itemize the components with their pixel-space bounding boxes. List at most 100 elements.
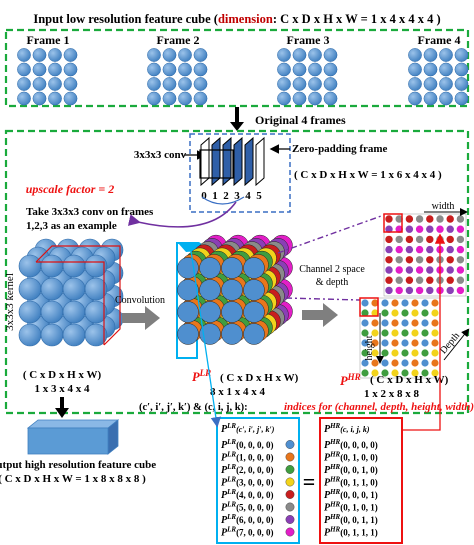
hr-dot [381, 329, 389, 337]
hr-dot [391, 359, 399, 367]
shuffle-label-2: & depth [316, 277, 349, 288]
channel-ball [243, 279, 265, 301]
hr-dot [381, 319, 389, 327]
right-cube-value: 1 x 2 x 8 x 8 [364, 388, 420, 400]
frame-ball [454, 91, 469, 106]
right-cube-symbol: PHR [340, 372, 361, 388]
hr-dot [415, 256, 424, 264]
frame-ball [63, 77, 78, 91]
hr-dot [395, 256, 403, 264]
cube-ball [18, 323, 42, 347]
zero-padding-label: Zero-padding frame [292, 143, 388, 155]
left-cube-dim: ( C x D x H x W) [23, 369, 102, 381]
right-hr-cube [359, 213, 467, 379]
hr-dot [456, 235, 465, 244]
frame-ball [193, 62, 208, 77]
hr-dot [385, 286, 393, 295]
frame-ball [277, 62, 291, 77]
hr-dot [385, 245, 393, 254]
hr-dot [411, 329, 419, 337]
frame-ball [423, 91, 438, 106]
conv-label: 3x3x3 conv [134, 149, 187, 161]
hr-dot [391, 319, 399, 327]
hr-dot [431, 369, 439, 377]
frame-ball [178, 77, 192, 91]
hr-dot [426, 215, 434, 223]
convolution-arrow [122, 306, 160, 330]
frame-2-label: Frame 2 [157, 33, 200, 47]
padded-dim: ( C x D x H x W = 1 x 6 x 4 x 4 ) [294, 169, 442, 181]
hr-dot [405, 266, 414, 274]
hr-row: PHR(0, 0, 0, 0) [324, 438, 378, 451]
hr-dot [381, 349, 389, 357]
frame-ball [178, 62, 192, 77]
channel-ball [177, 323, 199, 345]
frame-4-label: Frame 4 [418, 33, 461, 47]
frame-ball [162, 91, 177, 106]
hr-dot [426, 225, 434, 233]
hr-dot [421, 329, 429, 337]
lr-row-color [285, 477, 295, 487]
hr-dot [391, 369, 399, 377]
cube-ball [62, 254, 86, 278]
hr-dot [361, 339, 369, 347]
mid-cube-value: 8 x 1 x 4 x 4 [210, 386, 266, 398]
lr-row: PLR(4, 0, 0, 0) [221, 488, 274, 501]
lr-row: PLR(0, 0, 0, 0) [221, 438, 274, 451]
channel-ball [243, 301, 265, 323]
frame-ball [32, 62, 47, 77]
hr-dot [371, 329, 379, 337]
hr-dot [456, 225, 465, 233]
frame-ball [32, 77, 47, 91]
frame-ball [162, 77, 177, 91]
lr-row-color [285, 515, 295, 524]
frame-ball [439, 91, 453, 106]
hr-dot [401, 359, 409, 367]
hr-dot [371, 339, 379, 347]
frame-ball [408, 62, 422, 77]
frame-ball [277, 91, 291, 106]
hr-table-box [319, 417, 403, 544]
frame-ball [193, 91, 208, 106]
hr-dot [456, 245, 465, 254]
frame-ball [147, 91, 161, 106]
conv-slab [255, 136, 265, 187]
example-arrow [127, 201, 237, 228]
hr-row: PHR(0, 0, 0, 1) [324, 488, 378, 501]
hr-dot [415, 225, 424, 233]
frame-ball [323, 48, 338, 62]
frame-ball [17, 77, 31, 91]
frame-ball [147, 48, 161, 62]
hr-dot [395, 276, 403, 284]
lr-row: PLR(6, 0, 0, 0) [221, 513, 274, 526]
hr-dot [385, 256, 393, 264]
frame-3-label: Frame 3 [287, 33, 330, 47]
cube-ball [40, 277, 64, 301]
hr-dot [431, 349, 439, 357]
down-arrow-head [230, 122, 244, 131]
hr-dot [436, 225, 444, 233]
hr-dot [371, 309, 379, 317]
cube-ball [84, 323, 108, 347]
hr-dot [426, 276, 434, 284]
hr-dot [415, 245, 424, 254]
hr-dot [421, 299, 429, 307]
hr-dot [395, 215, 403, 223]
frame-ball [292, 48, 307, 62]
hr-dot [431, 299, 439, 307]
hr-dot [395, 225, 403, 233]
hr-dot [401, 309, 409, 317]
hr-dot [401, 299, 409, 307]
cube-ball [40, 323, 64, 347]
hr-dot [361, 319, 369, 327]
original-frames-label: Original 4 frames [255, 113, 346, 127]
hr-dot [411, 309, 419, 317]
frame-ball [454, 48, 469, 62]
output-line-1: Output high resolution feature cube [0, 459, 156, 471]
hr-dot [385, 276, 393, 284]
hr-dot [456, 276, 465, 284]
hr-dot [401, 329, 409, 337]
hr-dot [415, 215, 424, 223]
hr-row: PHR(0, 1, 0, 0) [324, 451, 378, 464]
